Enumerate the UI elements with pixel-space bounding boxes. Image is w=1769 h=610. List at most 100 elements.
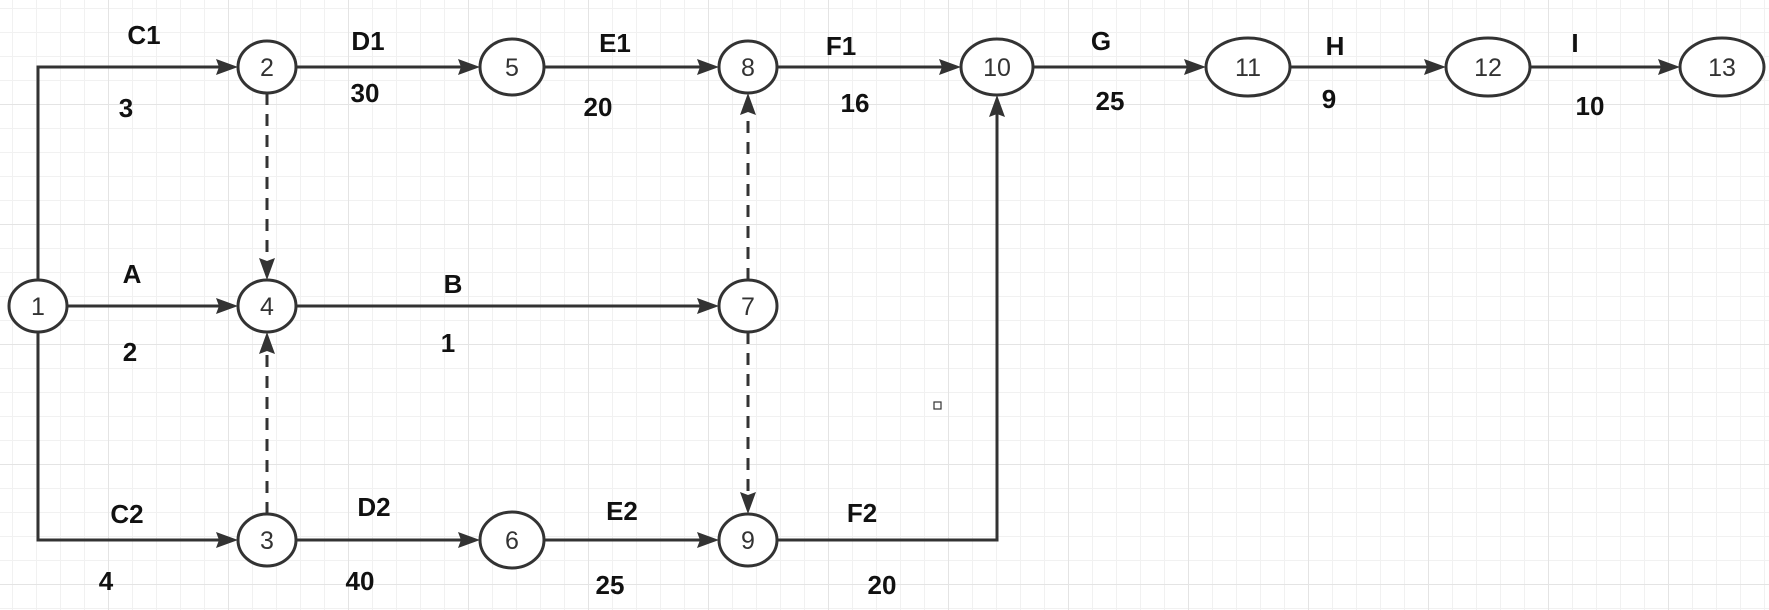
node-circle[interactable] [236, 39, 298, 95]
activity-duration-label: 2 [123, 337, 137, 367]
activity-name-label: G [1091, 26, 1111, 56]
edges-layer [36, 59, 1680, 548]
activity-6-9[interactable] [544, 532, 719, 548]
activity-name-label: C2 [110, 499, 143, 529]
node-label: 12 [1474, 54, 1502, 82]
activity-9-10[interactable] [777, 95, 1005, 542]
activity-duration-label: 9 [1322, 84, 1336, 114]
arrow-head-icon [216, 59, 238, 75]
activity-duration-label: 25 [596, 570, 625, 600]
activity-1-2[interactable] [36, 59, 238, 280]
activity-duration-label: 16 [841, 88, 870, 118]
arrow-head-icon [216, 532, 238, 548]
dummy-activity-7-9[interactable] [740, 332, 756, 514]
node-13[interactable]: 13 [1678, 36, 1766, 98]
activity-duration-label: 3 [119, 93, 133, 123]
node-11[interactable]: 11 [1204, 36, 1292, 98]
node-9[interactable]: 9 [717, 512, 779, 568]
activity-12-13[interactable] [1530, 59, 1680, 75]
activity-5-8[interactable] [544, 59, 719, 75]
activity-2-5[interactable] [296, 59, 480, 75]
node-label: 11 [1235, 54, 1261, 82]
arrow-head-icon [1658, 59, 1680, 75]
node-8[interactable]: 8 [717, 39, 779, 95]
activity-arrow-line[interactable] [36, 332, 220, 542]
activity-name-label: B [444, 269, 463, 299]
node-label: 2 [260, 54, 274, 82]
activity-name-label: D1 [351, 26, 384, 56]
node-label: 4 [260, 293, 274, 321]
activity-name-label: I [1571, 28, 1578, 58]
node-label: 1 [31, 293, 45, 321]
node-1[interactable]: 1 [7, 278, 69, 334]
arrow-head-icon [216, 298, 238, 314]
node-label: 9 [741, 527, 755, 555]
activity-name-label: D2 [357, 492, 390, 522]
edge-labels-layer: C13A2C24D130B1D240E120E225F116F220G25H9I… [99, 20, 1605, 600]
activity-name-label: C1 [127, 20, 160, 50]
arrow-head-icon [697, 59, 719, 75]
node-2[interactable]: 2 [236, 39, 298, 95]
activity-arrow-line[interactable] [777, 113, 999, 542]
node-circle[interactable] [236, 512, 298, 568]
arrow-head-icon [740, 93, 756, 115]
node-circle[interactable] [959, 37, 1035, 97]
node-6[interactable]: 6 [478, 510, 546, 570]
activity-duration-label: 30 [351, 78, 380, 108]
activity-name-label: F1 [826, 31, 856, 61]
node-4[interactable]: 4 [236, 278, 298, 334]
activity-8-10[interactable] [777, 59, 961, 75]
node-circle[interactable] [1444, 36, 1532, 98]
node-10[interactable]: 10 [959, 37, 1035, 97]
node-circle[interactable] [1678, 36, 1766, 98]
node-3[interactable]: 3 [236, 512, 298, 568]
node-circle[interactable] [717, 39, 779, 95]
dummy-activity-7-8[interactable] [740, 93, 756, 280]
node-label: 7 [741, 293, 755, 321]
node-circle[interactable] [478, 37, 546, 97]
activity-name-label: H [1326, 31, 1345, 61]
activity-arrow-line[interactable] [36, 65, 220, 280]
node-circle[interactable] [1204, 36, 1292, 98]
activity-11-12[interactable] [1290, 59, 1446, 75]
node-label: 5 [505, 54, 519, 82]
arrow-head-icon [989, 95, 1005, 117]
activity-duration-label: 20 [868, 570, 897, 600]
activity-name-label: E2 [606, 496, 638, 526]
dummy-edges-layer [259, 93, 756, 514]
dummy-activity-3-4[interactable] [259, 332, 275, 514]
activity-duration-label: 1 [441, 328, 455, 358]
node-12[interactable]: 12 [1444, 36, 1532, 98]
activity-1-4[interactable] [67, 298, 238, 314]
resize-handle[interactable] [933, 401, 942, 410]
activity-1-3[interactable] [36, 332, 238, 548]
arrow-head-icon [1184, 59, 1206, 75]
node-label: 13 [1708, 54, 1736, 82]
activity-name-label: E1 [599, 28, 631, 58]
node-circle[interactable] [236, 278, 298, 334]
activity-3-6[interactable] [296, 532, 480, 548]
arrow-head-icon [740, 492, 756, 514]
node-circle[interactable] [7, 278, 69, 334]
arrow-head-icon [697, 298, 719, 314]
arrow-head-icon [458, 532, 480, 548]
activity-duration-label: 10 [1576, 91, 1605, 121]
arrow-head-icon [259, 332, 275, 354]
node-5[interactable]: 5 [478, 37, 546, 97]
node-label: 10 [983, 54, 1011, 82]
dummy-activity-2-4[interactable] [259, 93, 275, 280]
arrow-head-icon [697, 532, 719, 548]
activity-name-label: F2 [847, 498, 877, 528]
node-circle[interactable] [478, 510, 546, 570]
node-circle[interactable] [717, 278, 779, 334]
node-7[interactable]: 7 [717, 278, 779, 334]
activity-4-7[interactable] [296, 298, 719, 314]
activity-duration-label: 25 [1096, 86, 1125, 116]
arrow-head-icon [259, 258, 275, 280]
activity-duration-label: 40 [346, 566, 375, 596]
activity-10-11[interactable] [1033, 59, 1206, 75]
node-circle[interactable] [717, 512, 779, 568]
